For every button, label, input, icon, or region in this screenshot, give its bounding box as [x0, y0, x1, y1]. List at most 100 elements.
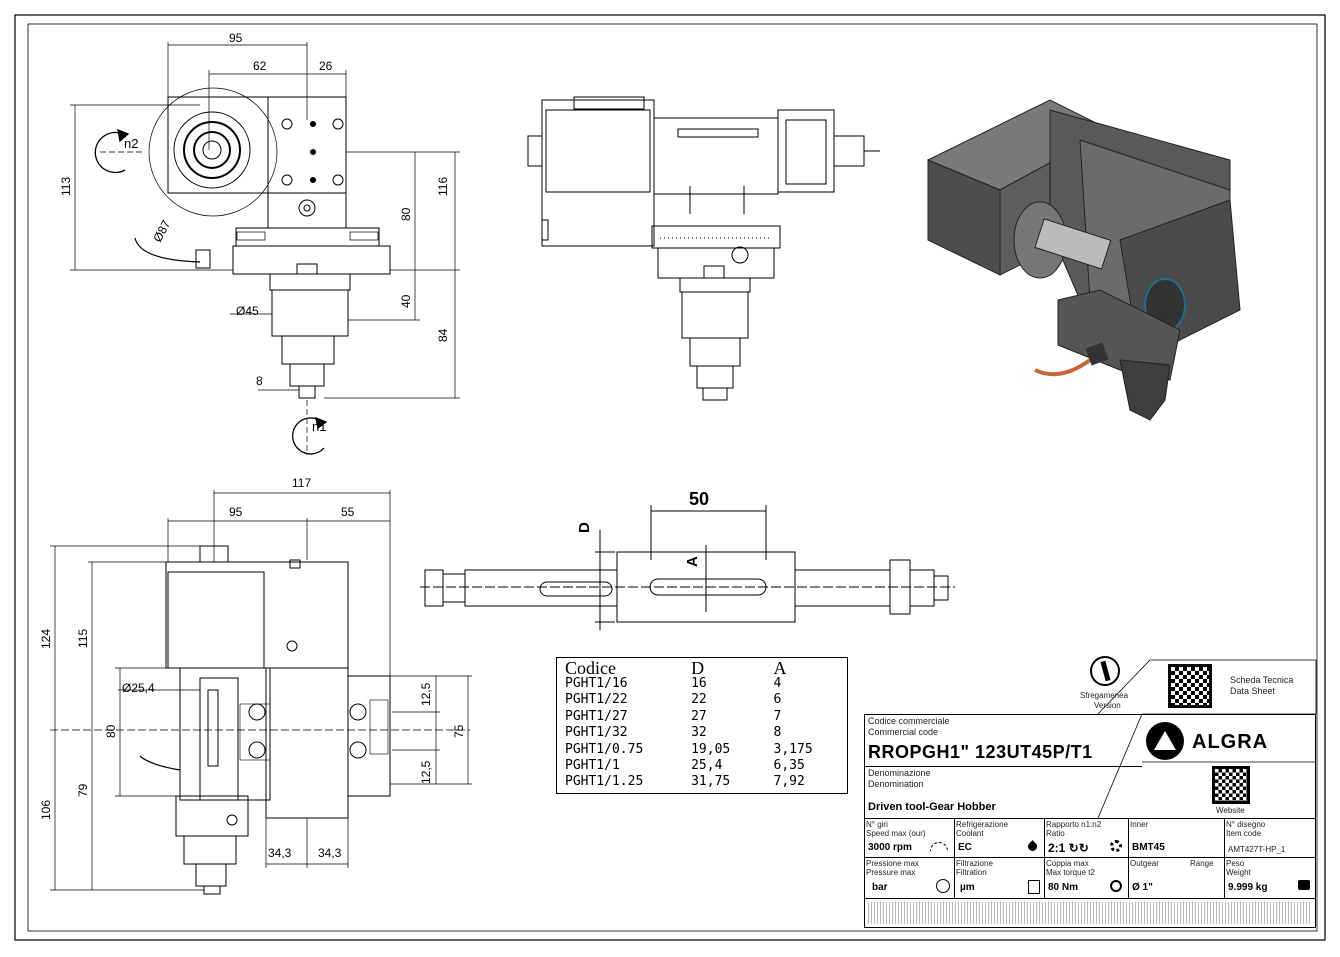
side-view-top: [527, 96, 880, 401]
dim-lines-bottom: [50, 490, 472, 891]
dim-106: 106: [39, 800, 53, 820]
cell-code: PGHT1/27: [565, 708, 628, 724]
dim-79: 79: [76, 783, 90, 797]
title-block-lines: [1097, 659, 1317, 819]
divider: [864, 818, 1316, 819]
denomination: Driven tool-Gear Hobber: [868, 801, 996, 813]
dim-115: 115: [76, 629, 90, 648]
ratio-label-2: Ratio: [1046, 829, 1065, 838]
label-D: D: [576, 522, 593, 533]
code-table: Codice D A PGHT1/16 16 4 PGHT1/22 22 6 PGHT1…: [556, 657, 848, 794]
drawing-value: AMT427T-HP_1: [1228, 845, 1286, 854]
ratio-value: 2:1 ↻↻: [1048, 841, 1089, 855]
table-row: PGHT1/22 22 6: [557, 692, 847, 708]
sharpen-label-1: Sfregamenea: [1080, 691, 1129, 700]
rotation-arrow-n2: [94, 128, 130, 174]
dim-26-top: 26: [319, 59, 333, 73]
cell-a: 7,92: [773, 774, 805, 790]
cell-code: PGHT1/22: [565, 692, 628, 708]
coolant-label-1: Refrigerazione: [956, 820, 1009, 829]
cell-a: 8: [773, 725, 782, 741]
dim-34-3-a: 34,3: [268, 846, 292, 860]
table-row: PGHT1/0.75 19,05 3,175: [557, 742, 847, 758]
code-label-1: Codice commerciale: [868, 716, 950, 726]
front-view-bottom: [139, 545, 391, 895]
dim-12-5-a: 12,5: [419, 682, 433, 706]
cell-d: 25,4: [691, 758, 723, 774]
table-row: PGHT1/1.25 31,75 7,92: [557, 774, 847, 790]
header-codice: Codice: [565, 658, 616, 678]
divider: [864, 766, 1142, 767]
ratio-label-1: Rapporto n1:n2: [1046, 820, 1102, 829]
dim-80-bottom: 80: [104, 724, 118, 738]
label-A: A: [684, 556, 701, 567]
torque-label-1: Coppia max: [1046, 859, 1089, 868]
dim-80-top: 80: [399, 207, 413, 221]
outgear-label-1: Outgear: [1130, 859, 1159, 868]
pressure-value: bar: [872, 882, 888, 893]
fine-print: [868, 902, 1312, 924]
denom-label-2: Denomination: [868, 779, 924, 789]
brand-name: ALGRA: [1192, 731, 1269, 753]
cell-d: 19,05: [691, 741, 731, 757]
cell-code: PGHT1/1.25: [565, 774, 644, 790]
cell-code: PGHT1/16: [565, 676, 628, 691]
isometric-render: [926, 99, 1241, 421]
wrench-icon: [1110, 880, 1122, 892]
cell-d: 31,75: [691, 774, 731, 790]
cell-a: 7: [773, 708, 782, 724]
code-table-header: Codice D A: [557, 658, 847, 678]
speed-value: 3000 rpm: [868, 842, 912, 853]
dim-124: 124: [39, 629, 53, 649]
dim-113: 113: [59, 177, 73, 196]
scheda-label-2: Data Sheet: [1230, 686, 1276, 696]
label-n1: n1: [312, 419, 326, 434]
header-d: D: [691, 658, 705, 678]
cell-a: 4: [773, 676, 782, 691]
cell-a: 3,175: [773, 741, 813, 757]
inner-label: Inner: [1130, 820, 1149, 829]
filtration-value: µm: [960, 882, 975, 893]
dim-d45: Ø45: [236, 304, 259, 318]
rotation-arrow-n1: [292, 416, 328, 455]
commercial-code: RROPGH1" 123UT45P/T1: [868, 742, 1093, 762]
coolant-value: EC: [958, 842, 972, 853]
qr-code-icon: [1168, 664, 1212, 708]
dim-lines-top: [70, 42, 460, 455]
dim-95-top: 95: [229, 31, 243, 45]
divider: [954, 818, 955, 898]
torque-value: 80 Nm: [1048, 882, 1079, 893]
cell-d: 32: [691, 725, 707, 741]
giri-label-1: N° giri: [866, 820, 888, 829]
dim-d25: Ø25,4: [122, 681, 155, 695]
cell-code: PGHT1/0.75: [565, 741, 644, 757]
torque-label-2: Max torque t2: [1046, 868, 1095, 877]
scheda-label-1: Scheda Tecnica: [1230, 675, 1294, 685]
weight-label-1: Peso: [1226, 859, 1245, 868]
cell-a: 6: [773, 692, 782, 708]
website-qr-icon: [1212, 766, 1250, 804]
table-row: PGHT1/27 27 7: [557, 709, 847, 725]
cell-d: 27: [691, 708, 707, 724]
giri-label-2: Speed max (our): [866, 829, 926, 838]
divider: [1224, 818, 1225, 898]
dim-84: 84: [436, 328, 450, 342]
dim-50: 50: [689, 489, 709, 509]
dim-55: 55: [341, 505, 355, 519]
dim-117: 117: [292, 476, 311, 490]
divider: [864, 857, 1316, 858]
code-label-2: Commercial code: [868, 727, 939, 737]
dim-40: 40: [399, 294, 413, 308]
cell-d: 16: [691, 676, 707, 691]
pressure-label-1: Pressione max: [866, 859, 919, 868]
filter-icon: [1028, 880, 1040, 894]
cell-d: 22: [691, 692, 707, 708]
dim-34-3-b: 34,3: [318, 846, 342, 860]
dim-8: 8: [256, 374, 263, 388]
dim-95-bottom: 95: [229, 505, 243, 519]
lock-icon: [1298, 880, 1310, 890]
algra-logo-icon: [1146, 722, 1184, 760]
weight-value: 9.999 kg: [1228, 882, 1268, 893]
table-row: PGHT1/16 16 4: [557, 676, 847, 692]
